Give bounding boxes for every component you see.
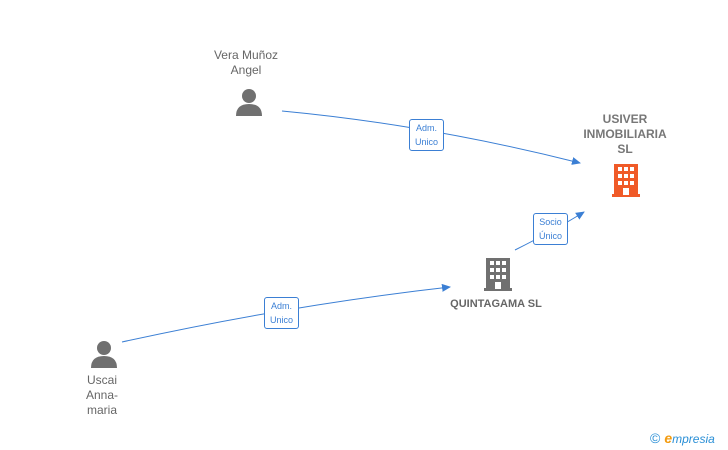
edge-label-line: Unico	[270, 315, 294, 325]
empresia-logo[interactable]: ©empresia	[650, 430, 715, 446]
building-icon[interactable]	[484, 258, 512, 291]
node-label-text: USIVER INMOBILIARIA SL	[583, 112, 667, 156]
brand-e: e	[664, 430, 673, 446]
node-label-text: QUINTAGAMA SL	[450, 298, 542, 310]
copyright-icon: ©	[650, 430, 661, 446]
building-icon[interactable]	[612, 164, 640, 197]
edge-label-line: Adm.	[271, 301, 293, 311]
edge-label-line: Unico	[415, 137, 439, 147]
edge-label-uscai-quintagama[interactable]: Adm. Unico	[264, 297, 300, 329]
node-label-text: Uscai Anna- maria	[85, 373, 119, 417]
node-label-vera[interactable]: Vera Muñoz Angel	[196, 48, 296, 78]
edge-label-line: Adm.	[416, 123, 438, 133]
node-label-uscai[interactable]: Uscai Anna- maria	[66, 373, 138, 418]
person-icon[interactable]	[91, 341, 117, 368]
edge-label-quintagama-usiver[interactable]: Socio Único	[533, 213, 569, 245]
edge-label-line: Socio	[539, 217, 562, 227]
brand-text: mpresia	[672, 432, 715, 446]
edge-label-line: Único	[539, 231, 563, 241]
node-label-text: Vera Muñoz Angel	[213, 48, 279, 77]
edge-label-vera-usiver[interactable]: Adm. Unico	[409, 119, 445, 151]
node-label-quintagama[interactable]: QUINTAGAMA SL	[436, 297, 556, 312]
person-icon[interactable]	[236, 89, 262, 116]
node-label-usiver[interactable]: USIVER INMOBILIARIA SL	[565, 112, 685, 157]
